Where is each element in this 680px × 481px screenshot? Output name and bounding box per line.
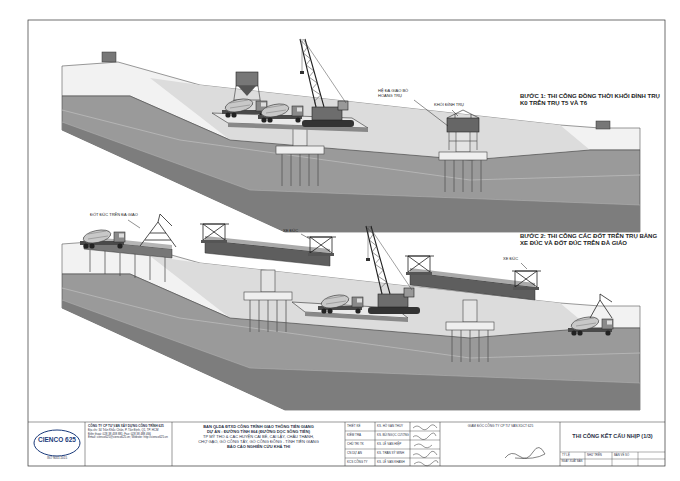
company-info: Email: cienco625@cienco625.vn; Website: … [88, 436, 170, 439]
logo-text: CIENCO 625 [35, 436, 79, 443]
signer-name: KS. BÙI NGỌC CƯƠNG [377, 434, 409, 437]
certification: ISO 9001:2015 [35, 457, 79, 460]
signer-name: KS. LÊ VĂN HIỆP [377, 443, 401, 446]
role-label: THIẾT KẾ [347, 425, 360, 428]
company-info: Điện thoại: 028 38 438 881; Fax: 028 38 … [88, 433, 170, 436]
step-note: BƯỚC 2: THI CÔNG CÁC ĐỐT TRÊN TRỤ BẰNG X… [520, 233, 660, 247]
report-stage: BÁO CÁO NGHIÊN CỨU KHẢ THI [174, 445, 343, 450]
field-label: BẢN VẼ SỐ [614, 454, 629, 457]
callout-label: XE ĐÚC [283, 229, 298, 234]
project-name: DỰ ÁN : ĐƯỜNG TỈNH 864 (ĐƯỜNG DỌC SÔNG T… [174, 430, 343, 435]
field-label: TỶ LỆ [562, 454, 570, 457]
role-label: KIỂM TRA [347, 434, 361, 437]
step-1-view [62, 39, 640, 232]
drawing-title: THI CÔNG KẾT CẤU NHỊP (1/3) [562, 433, 663, 439]
signature-heading: GIÁM ĐỐC CÔNG TY CP TƯ VẤN XDCT 625 [443, 425, 558, 429]
signer-name: KS. TRẦN SỸ MINH [377, 452, 404, 455]
title-block-marks [34, 425, 545, 466]
client-name: BAN QLDA ĐTXD CÔNG TRÌNH GIAO THÔNG TIỀN… [174, 425, 343, 430]
project-location: CHỢ GẠO, GÒ CÔNG TÂY, GÒ CÔNG ĐÔNG - TỈN… [174, 440, 343, 445]
callout-label: KHỐI ĐỈNH TRỤ [434, 103, 464, 108]
company-info: Địa chỉ: 34 Trần Khắc Chân, P. Tân Định,… [88, 429, 170, 432]
company-name: CÔNG TY CP TƯ VẤN XÂY DỰNG CÔNG TRÌNH 62… [88, 425, 170, 429]
role-label: CHỦ TRÌ TK [347, 443, 364, 446]
callout-label: ĐỐT ĐÚC TRÊN ĐÀ GIÁO [90, 213, 138, 218]
callout-label: HỆ ĐÀ GIÁO BÓ HOÀNG TRỤ [378, 89, 412, 98]
field-label: NGÀY XUẤT BẢN [562, 461, 583, 464]
project-location: TP MỸ THO & CÁC HUYỆN CÁI BÈ, CAI LẬY, C… [174, 435, 343, 440]
leader-lines [128, 100, 527, 269]
field-value: NHƯ TRÊN [587, 454, 602, 457]
role-label: KCS CÔNG TY [347, 461, 368, 464]
sheet-frame [28, 20, 665, 466]
callout-label: XE ĐÚC [503, 257, 518, 262]
signer-name: KS. HỒ VĂN THUY [377, 425, 403, 428]
role-label: CN DỰ ÁN [347, 452, 362, 455]
signer-name: KS. LÊ VĂN KHÁNH [377, 461, 405, 464]
step-note: BƯỚC 1: THI CÔNG ĐỒNG THỜI KHỐI ĐỈNH TRỤ… [520, 93, 660, 107]
